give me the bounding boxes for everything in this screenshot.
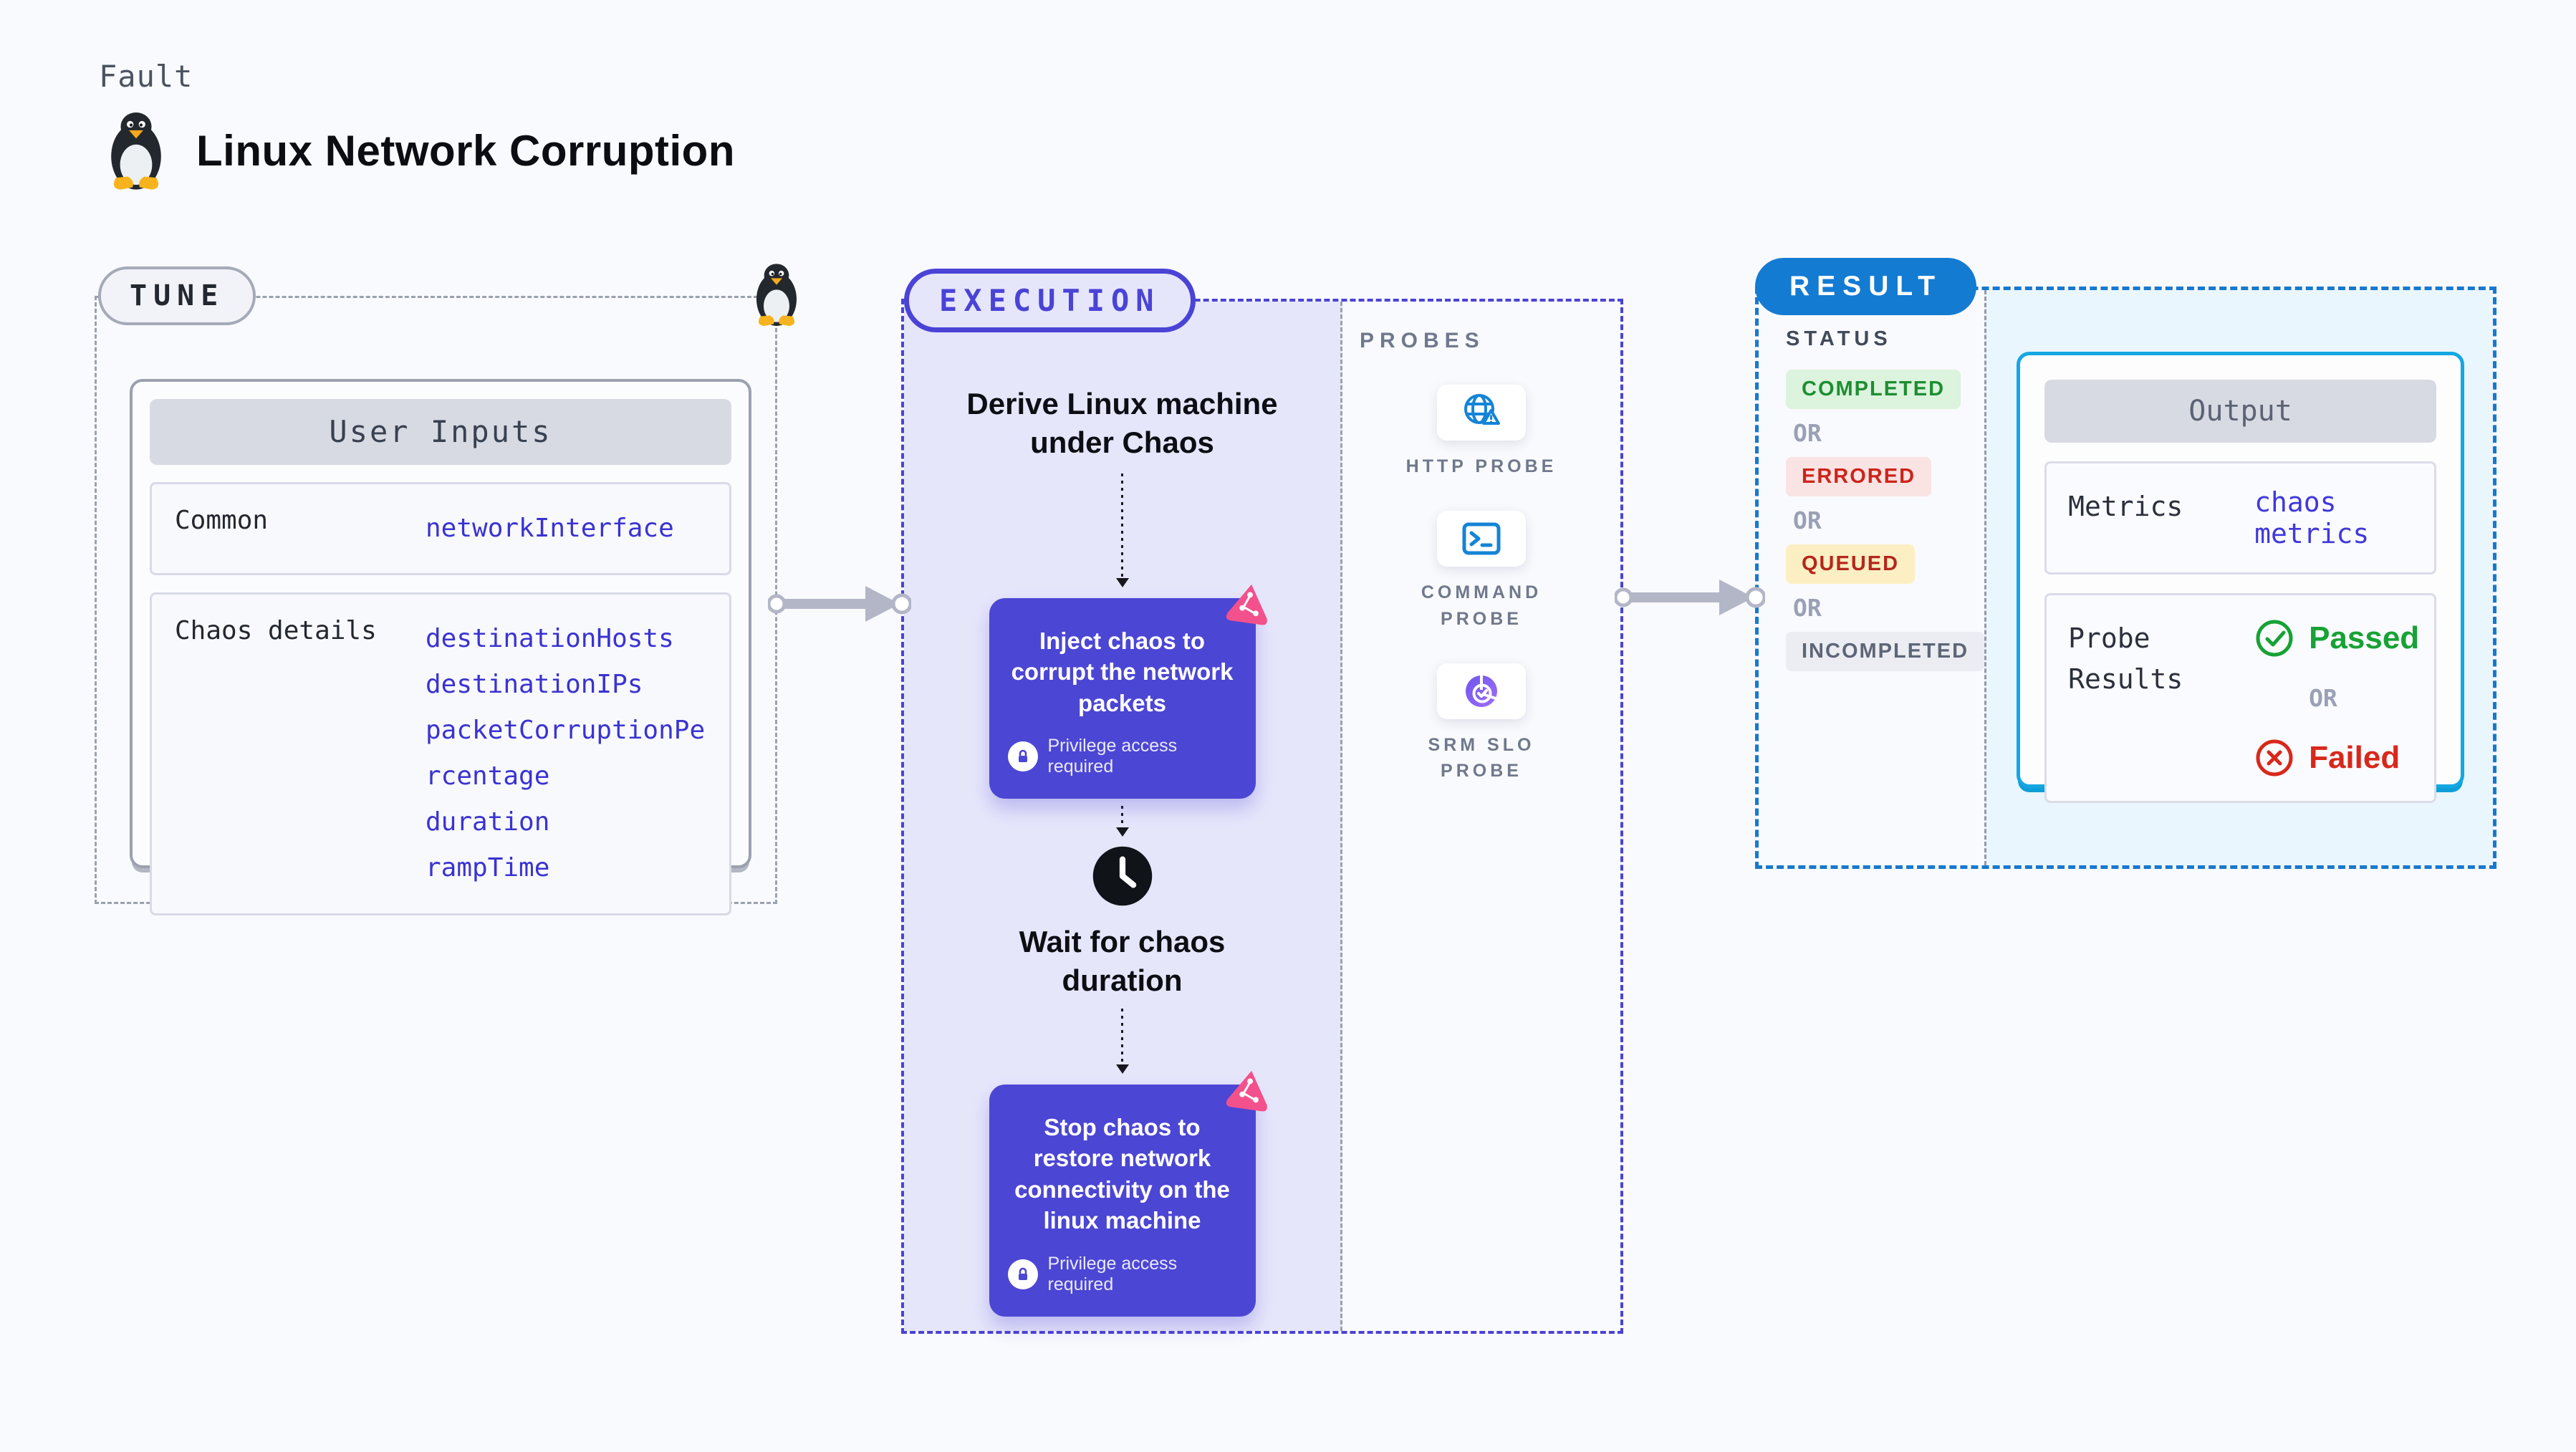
tune-to-execution-arrow <box>768 586 911 622</box>
output-panel: Output Metrics chaos metrics Probe Resul… <box>1984 290 2493 865</box>
globe-alert-icon <box>1464 394 1500 425</box>
metrics-row: Metrics chaos metrics <box>2044 461 2436 574</box>
or-label: OR <box>2309 684 2337 712</box>
flow-arrow-down <box>1115 1008 1129 1080</box>
probe-label: SRM SLO PROBE <box>1428 734 1535 781</box>
failed-label: Failed <box>2309 740 2400 775</box>
probe-results-row: Probe Results Passed OR <box>2044 593 2436 803</box>
user-inputs-card: User Inputs Common networkInterface Chao… <box>130 379 751 915</box>
probes-heading: PROBES <box>1360 329 1485 352</box>
execution-flow-panel: Derive Linux machine under Chaos Inject … <box>904 302 1342 1331</box>
slo-gauge-icon <box>1466 675 1497 707</box>
result-section: RESULT STATUS COMPLETED OR ERRORED OR QU… <box>1755 258 2496 869</box>
chaos-experiment-icon <box>1226 584 1267 625</box>
page-title: Linux Network Corruption <box>196 126 735 175</box>
input-row-label: Chaos details <box>175 616 377 646</box>
execution-section: EXECUTION Derive Linux machine under Cha… <box>901 269 1623 1334</box>
clock-icon <box>1091 845 1154 911</box>
status-badge-queued: QUEUED <box>1786 544 1916 584</box>
or-label: OR <box>1793 594 1822 622</box>
lock-icon <box>1007 741 1038 772</box>
tux-penguin-icon <box>756 264 797 326</box>
page-title-row: Linux Network Corruption <box>100 109 735 192</box>
status-heading: STATUS <box>1786 327 1892 350</box>
output-card: Output Metrics chaos metrics Probe Resul… <box>2017 352 2464 803</box>
output-header: Output <box>2044 380 2436 443</box>
x-circle-icon <box>2256 739 2293 777</box>
failed-row: Failed <box>2254 738 2419 778</box>
user-inputs-header: User Inputs <box>150 399 731 465</box>
terminal-icon <box>1462 522 1501 555</box>
passed-label: Passed <box>2309 620 2420 655</box>
input-value: destinationIPs <box>426 670 643 700</box>
probe-card <box>1437 511 1526 567</box>
status-badge-errored: ERRORED <box>1786 457 1932 496</box>
input-row-values: destinationHosts destinationIPs packetCo… <box>426 616 706 891</box>
status-badge-incompleted: INCOMPLETED <box>1786 632 1985 671</box>
metrics-value: chaos metrics <box>2254 486 2370 549</box>
stop-chaos-node: Stop chaos to restore network connectivi… <box>989 1070 1267 1317</box>
derive-step-title: Derive Linux machine under Chaos <box>966 387 1278 459</box>
input-value: duration <box>426 807 550 837</box>
probe-card <box>1437 385 1526 441</box>
input-row-values: networkInterface <box>426 506 706 552</box>
inject-chaos-node: Inject chaos to corrupt the network pack… <box>989 584 1267 799</box>
input-row-common: Common networkInterface <box>150 482 731 576</box>
input-row-label: Common <box>175 506 269 535</box>
privilege-note: Privilege access required <box>1047 1253 1178 1294</box>
stop-chaos-label: Stop chaos to restore network connectivi… <box>1014 1113 1230 1234</box>
passed-row: Passed <box>2254 618 2419 658</box>
probe-card <box>1437 663 1526 719</box>
chaos-experiment-icon <box>1226 1070 1267 1112</box>
status-column: STATUS COMPLETED OR ERRORED OR QUEUED OR… <box>1759 290 1985 865</box>
flow-arrow-down <box>1115 806 1129 843</box>
fault-eyebrow: Fault <box>99 59 193 94</box>
result-pill: RESULT <box>1755 258 1977 315</box>
tune-pill: TUNE <box>98 266 256 325</box>
status-badge-completed: COMPLETED <box>1786 370 1961 409</box>
check-circle-icon <box>2256 620 2293 657</box>
input-value: networkInterface <box>426 514 674 543</box>
tux-penguin-icon <box>111 112 161 190</box>
execution-pill: EXECUTION <box>904 269 1196 332</box>
tune-section: TUNE User Inputs Common networkInterface… <box>95 264 797 915</box>
lock-icon <box>1007 1259 1038 1289</box>
flow-arrow-down <box>1115 473 1129 594</box>
probe-results-label: Probe Results <box>2068 622 2183 695</box>
probes-panel: PROBES HTTP PROBE <box>1342 302 1620 1331</box>
input-value: destinationHosts <box>426 624 674 654</box>
or-label: OR <box>1793 419 1822 447</box>
privilege-note: Privilege access required <box>1047 736 1178 777</box>
wait-step-title: Wait for chaos duration <box>1019 925 1226 997</box>
input-row-chaos-details: Chaos details destinationHosts destinati… <box>150 592 731 915</box>
probe-item-command: COMMAND PROBE <box>1395 511 1567 632</box>
inject-chaos-label: Inject chaos to corrupt the network pack… <box>1011 627 1234 716</box>
metrics-label: Metrics <box>2068 491 2183 522</box>
probe-label: HTTP PROBE <box>1405 456 1557 476</box>
execution-to-result-arrow <box>1615 580 1765 615</box>
input-value: packetCorruptionPercentage <box>426 716 706 792</box>
probe-item-srm-slo: SRM SLO PROBE <box>1395 663 1567 784</box>
probe-label: COMMAND PROBE <box>1421 582 1542 629</box>
probe-item-http: HTTP PROBE <box>1395 385 1567 479</box>
input-value: rampTime <box>426 853 550 883</box>
or-label: OR <box>1793 506 1822 534</box>
